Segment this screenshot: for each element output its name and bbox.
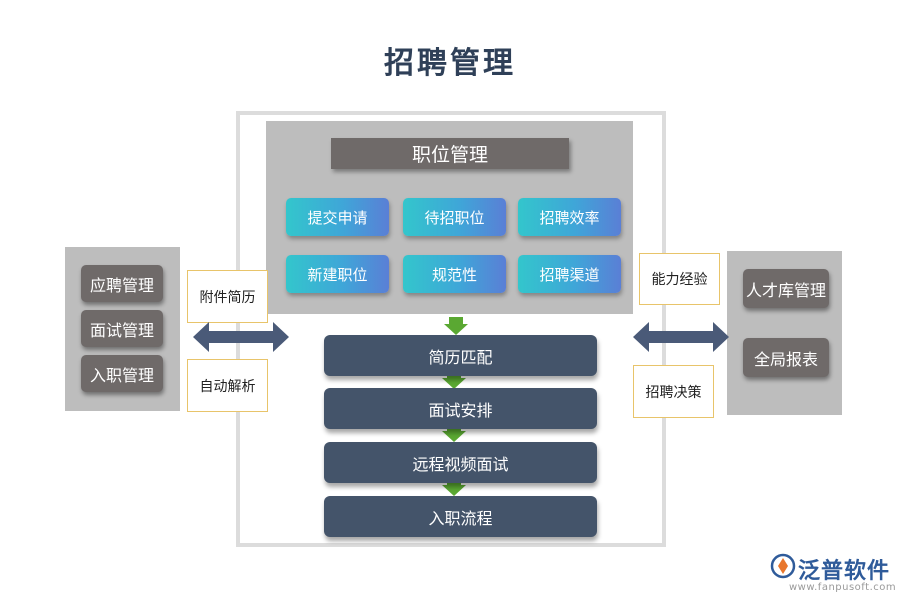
interview-management-box: 面试管理 [81,310,163,347]
submit-application-box: 提交申请 [286,198,389,236]
ability-experience-note: 能力经验 [639,253,720,305]
global-report-box: 全局报表 [743,338,829,377]
fanpu-logo-icon [770,553,796,579]
right-double-arrow-icon [633,322,729,352]
remote-video-interview-step: 远程视频面试 [324,442,597,483]
onboarding-management-box: 入职管理 [81,355,163,392]
position-management-header: 职位管理 [331,138,569,169]
resume-matching-step: 简历匹配 [324,335,597,376]
open-positions-box: 待招职位 [403,198,506,236]
recruit-channel-box: 招聘渠道 [518,255,621,293]
recruit-efficiency-box: 招聘效率 [518,198,621,236]
talent-pool-management-box: 人才库管理 [743,269,829,308]
diagram-title: 招聘管理 [384,46,516,81]
attachment-resume-note: 附件简历 [187,270,268,323]
new-position-box: 新建职位 [286,255,389,293]
recruit-decision-note: 招聘决策 [633,365,714,418]
interview-scheduling-step: 面试安排 [324,388,597,429]
logo-name: 泛普软件 [798,559,891,584]
flow-down-arrow-icon [444,317,468,335]
logo-url: www.fanpusoft.com [789,582,897,593]
standardization-box: 规范性 [403,255,506,293]
left-double-arrow-icon [193,322,289,352]
onboarding-process-step: 入职流程 [324,496,597,537]
auto-parse-note: 自动解析 [187,359,268,412]
applicant-management-box: 应聘管理 [81,265,163,302]
